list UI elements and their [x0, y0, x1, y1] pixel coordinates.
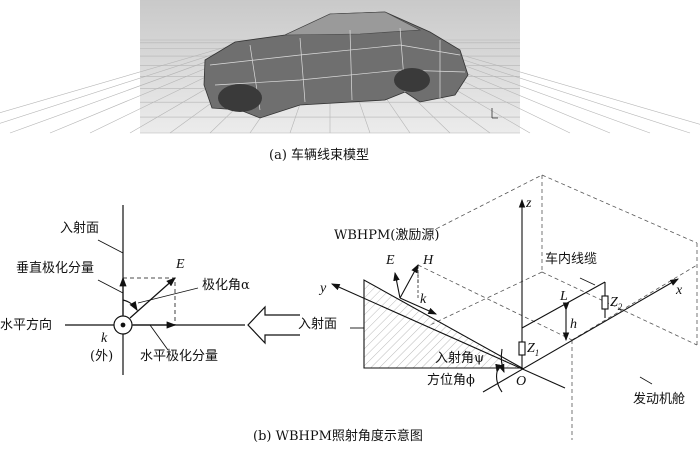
label-incidence-angle: 入射角ψ [435, 351, 485, 366]
label-horizontal-component: 水平极化分量 [140, 349, 219, 364]
label-vertical-component: 垂直极化分量 [16, 261, 95, 276]
label-O: O [516, 374, 527, 389]
label-k-right: k [420, 292, 427, 307]
grid-line [409, 39, 700, 125]
label-h: h [570, 317, 577, 332]
label-source: WBHPM(激励源) [334, 228, 440, 243]
label-x: x [676, 283, 683, 298]
label-y: y [320, 281, 327, 296]
grid-line [0, 39, 259, 124]
label-incidence-plane: 入射面 [60, 221, 100, 236]
label-polarization-angle: 极化角α [202, 278, 250, 293]
incidence-arrow-icon [247, 305, 300, 345]
label-Z2: Z2 [610, 295, 623, 312]
label-engine: 发动机舱 [633, 392, 686, 407]
label-horizontal-direction: 水平方向 [0, 318, 53, 333]
label-L: L [560, 289, 568, 304]
label-k: k [101, 331, 108, 346]
grid-line [0, 39, 251, 113]
irradiation-geometry [330, 174, 698, 440]
car-mesh-image [0, 0, 700, 134]
label-E-right: E [386, 253, 395, 268]
caption-b: (b) WBHPM照射角度示意图 [253, 429, 423, 444]
label-z: z [526, 196, 532, 211]
label-H: H [423, 253, 434, 268]
label-Z1: Z1 [527, 341, 540, 358]
label-cable: 车内线缆 [545, 252, 598, 267]
label-outward: (外) [90, 349, 114, 364]
caption-a: (a) 车辆线束模型 [269, 148, 370, 163]
label-azimuth-angle: 方位角ϕ [427, 373, 475, 388]
label-arrow-incidence-plane: 入射面 [298, 317, 338, 332]
polarization-diagram [65, 205, 300, 375]
label-E: E [176, 257, 185, 272]
